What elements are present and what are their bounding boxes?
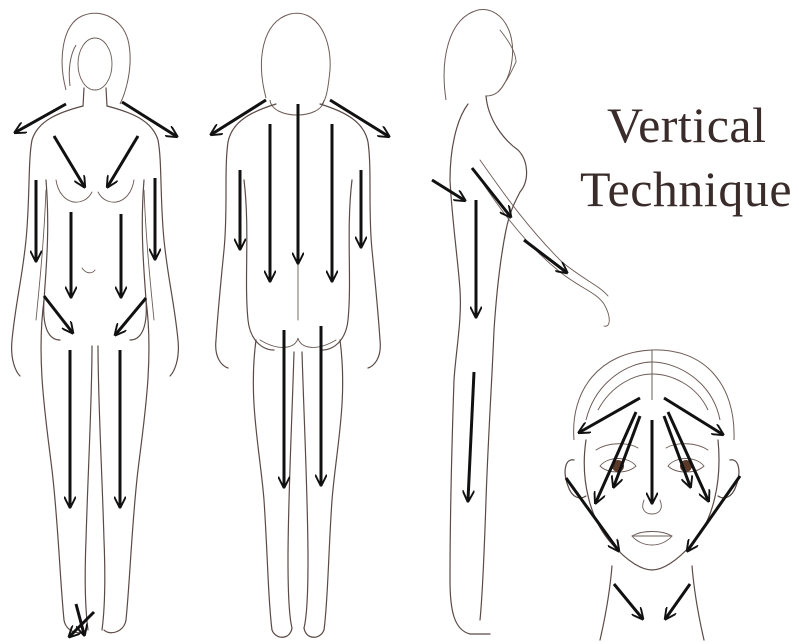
arrow xyxy=(116,298,146,334)
arrow xyxy=(566,478,618,550)
arrow xyxy=(668,412,708,500)
arrow xyxy=(16,104,66,132)
arrow xyxy=(596,412,636,502)
arrow xyxy=(664,398,722,434)
arrow xyxy=(212,100,266,134)
arrow xyxy=(108,136,138,186)
arrow xyxy=(330,100,388,136)
title-line-2: Technique xyxy=(580,160,792,218)
arrow xyxy=(614,584,642,618)
title-line-1: Vertical xyxy=(607,96,766,154)
arrow xyxy=(688,476,740,550)
arrow xyxy=(122,102,176,136)
front-view-figure xyxy=(12,13,179,632)
arrow xyxy=(44,296,72,332)
arrow xyxy=(468,372,474,500)
arrow xyxy=(666,584,690,618)
arrow xyxy=(54,136,84,186)
side-view-figure xyxy=(444,10,609,634)
arrow xyxy=(432,180,464,200)
